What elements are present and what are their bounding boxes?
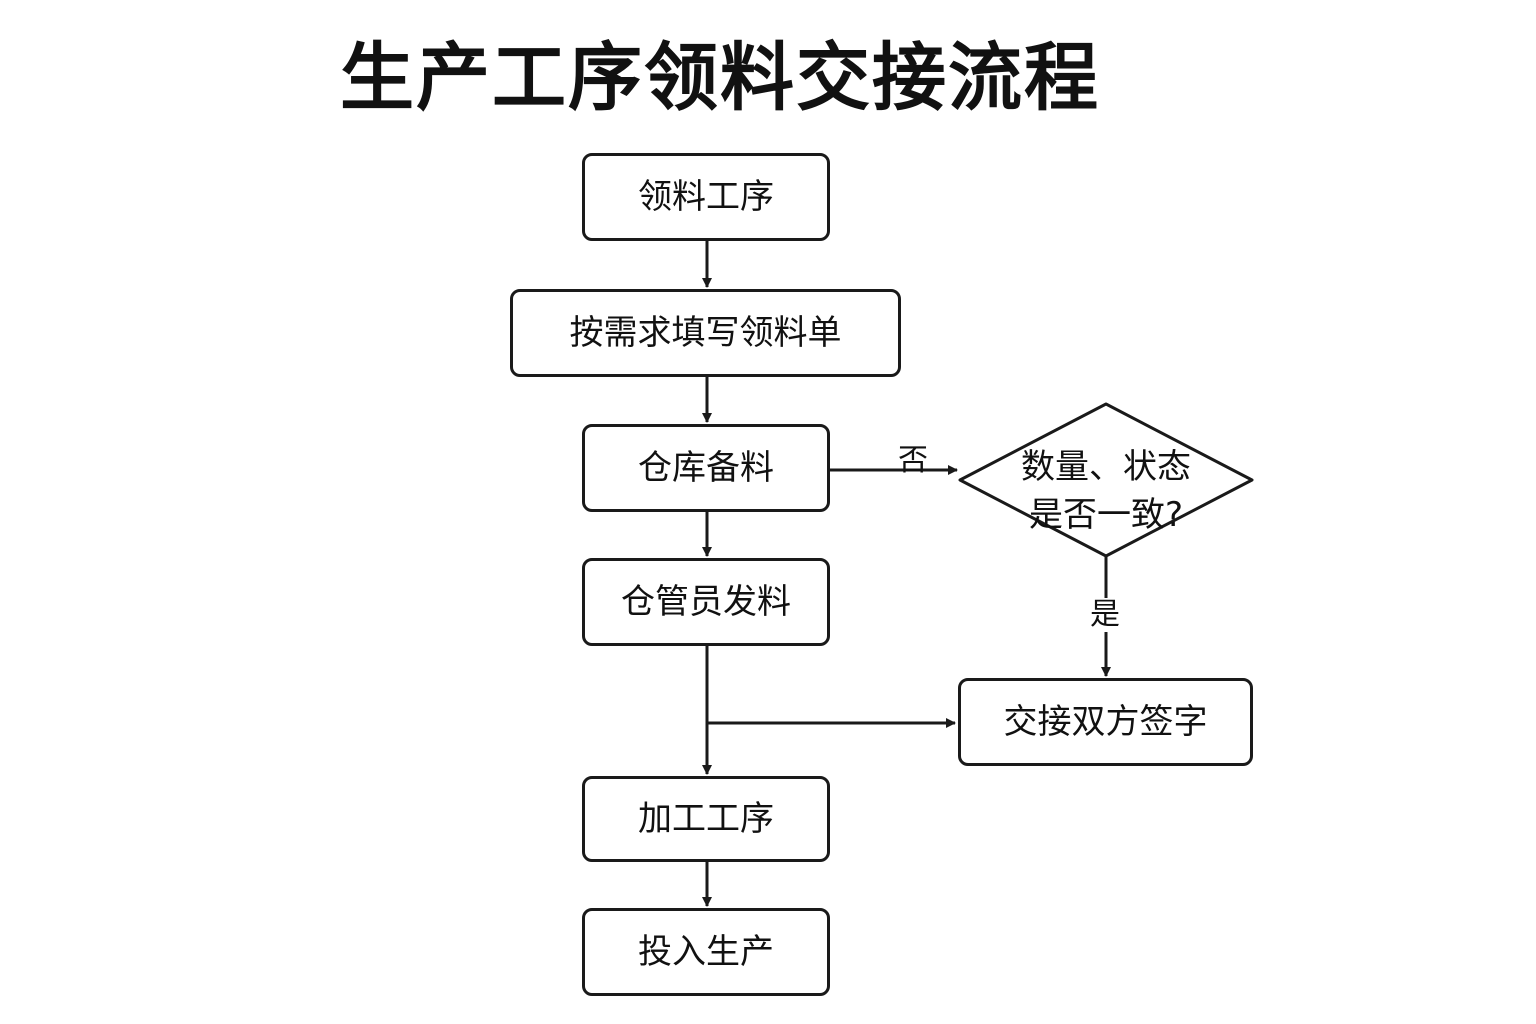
edge-label-yes: 是 bbox=[1090, 597, 1120, 632]
decision-line-1: 数量、状态 bbox=[1021, 447, 1191, 487]
decision-text: 数量、状态 是否一致? bbox=[960, 443, 1252, 539]
node-process: 加工工序 bbox=[582, 776, 830, 862]
decision-diamond bbox=[958, 402, 1254, 558]
edge-label-no: 否 bbox=[898, 443, 928, 478]
node-keeper-issue: 仓管员发料 bbox=[582, 558, 830, 646]
node-handover-sign: 交接双方签字 bbox=[958, 678, 1253, 766]
decision-line-2: 是否一致? bbox=[1028, 495, 1184, 535]
node-fill-form: 按需求填写领料单 bbox=[510, 289, 901, 377]
node-pick-process: 领料工序 bbox=[582, 153, 830, 241]
node-warehouse-prepare: 仓库备料 bbox=[582, 424, 830, 512]
node-production: 投入生产 bbox=[582, 908, 830, 996]
page-title: 生产工序领料交接流程 bbox=[340, 35, 1100, 121]
